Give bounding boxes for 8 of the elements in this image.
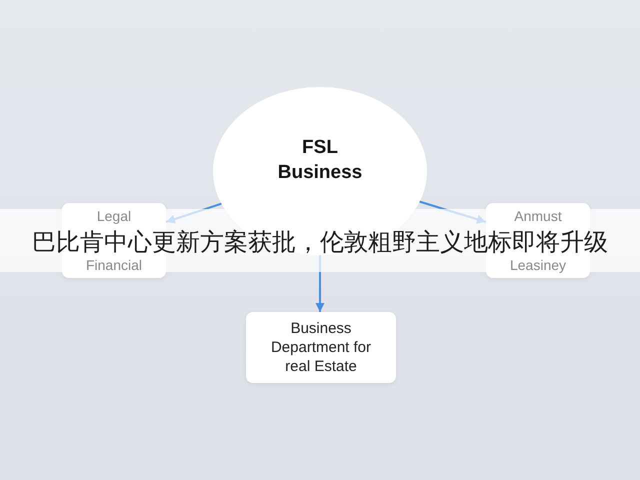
node-label: FSL Business bbox=[276, 136, 364, 185]
node-label: Anmust bbox=[513, 208, 563, 224]
node-label: Business Department for real Estate bbox=[270, 319, 372, 376]
node-label: Financial bbox=[84, 257, 144, 273]
process-box bbox=[246, 312, 396, 383]
headline-text: 巴比肯中心更新方案获批，伦敦粗野主义地标即将升级 bbox=[32, 228, 608, 256]
node-label: Leasiney bbox=[508, 257, 568, 273]
node-label: Legal bbox=[96, 208, 132, 224]
